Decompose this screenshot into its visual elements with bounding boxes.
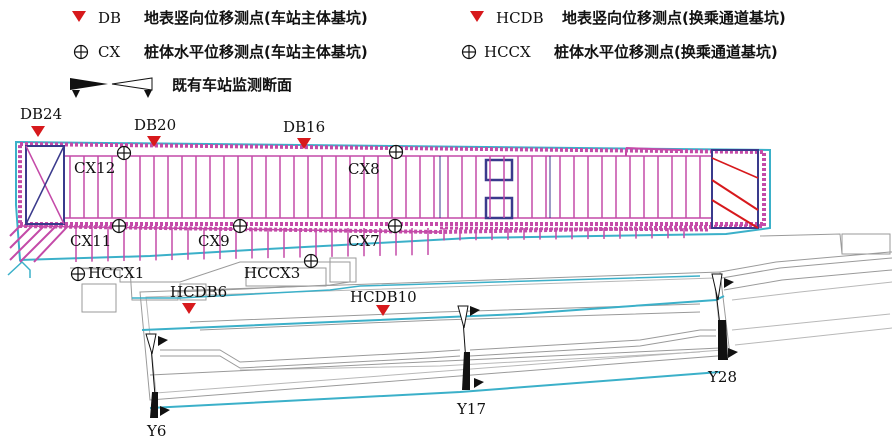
point-label: DB16 [283, 118, 325, 136]
pile-points: CX12 CX8 CX11 CX9 CX7 [70, 144, 404, 282]
section-marker-icon [718, 320, 728, 360]
point-label: CX12 [74, 159, 115, 177]
legend-cx-desc: 桩体水平位移测点(车站主体基坑) [144, 43, 368, 61]
pile-point-cx9: CX9 [198, 218, 248, 250]
pile-point-cx12: CX12 [74, 145, 132, 177]
crosshair-circle-icon [73, 44, 89, 60]
legend-db-code: DB [98, 9, 121, 27]
red-triangle-icon [470, 11, 484, 22]
section-arrow-icon [158, 336, 168, 346]
legend-cx-code: CX [98, 43, 120, 61]
section-marker-icon [150, 392, 158, 418]
monitoring-sections: Y6 Y17 Y28 [145, 273, 738, 440]
pit-support-ribs [69, 156, 701, 218]
outer-support-struts [75, 228, 685, 262]
crosshair-circle-icon [387, 218, 403, 234]
main-station-pit [9, 140, 771, 263]
section-arrow-icon [728, 348, 738, 358]
red-triangle-icon [72, 11, 86, 22]
section-marker-icon [145, 333, 157, 355]
crosshair-circle-icon [461, 44, 477, 60]
legend: DB 地表竖向位移测点(车站主体基坑) HCDB 地表竖向位移测点(换乘通道基坑… [70, 9, 786, 98]
section-label: Y28 [707, 368, 737, 386]
surface-points: DB24 DB20 DB16 HCDB6 HCDB10 [20, 105, 417, 316]
legend-db: DB 地表竖向位移测点(车站主体基坑) [72, 9, 368, 27]
crosshair-circle-icon [116, 145, 132, 161]
crosshair-circle-icon [111, 218, 127, 234]
surface-point-db24: DB24 [20, 105, 62, 137]
section-marker-icon [462, 352, 470, 390]
section-marker-icon [70, 77, 153, 98]
crosshair-circle-icon [70, 266, 86, 282]
crosshair-circle-icon [388, 144, 404, 160]
red-triangle-icon [31, 126, 45, 137]
legend-section-desc: 既有车站监测断面 [172, 76, 292, 94]
surface-point-db16: DB16 [283, 118, 325, 149]
section-label: Y17 [456, 400, 486, 418]
red-triangle-icon [182, 303, 196, 314]
pile-point-cx8: CX8 [348, 144, 404, 178]
legend-hcdb-code: HCDB [496, 9, 544, 27]
point-label: HCDB6 [170, 283, 227, 301]
section-arrow-icon [724, 278, 734, 288]
point-label: CX9 [198, 232, 230, 250]
section-y28: Y28 [707, 273, 738, 386]
section-label: Y6 [146, 422, 166, 440]
section-arrow-icon [474, 378, 484, 388]
legend-cx: CX 桩体水平位移测点(车站主体基坑) [73, 43, 368, 61]
point-label: DB24 [20, 105, 62, 123]
surface-point-hcdb10: HCDB10 [350, 288, 417, 316]
point-label: HCCX1 [88, 264, 144, 282]
legend-hccx: HCCX 桩体水平位移测点(换乘通道基坑) [461, 43, 778, 61]
point-label: CX8 [348, 160, 380, 178]
surface-point-hcdb6: HCDB6 [170, 283, 227, 314]
legend-hcdb-desc: 地表竖向位移测点(换乘通道基坑) [562, 9, 786, 27]
surface-point-db20: DB20 [134, 116, 176, 147]
legend-hccx-code: HCCX [484, 43, 531, 61]
legend-hccx-desc: 桩体水平位移测点(换乘通道基坑) [554, 43, 778, 61]
transfer-channel-outline [7, 260, 725, 409]
section-marker-icon [457, 305, 469, 329]
point-label: HCCX3 [244, 264, 300, 282]
legend-db-desc: 地表竖向位移测点(车站主体基坑) [144, 9, 368, 27]
legend-section: 既有车站监测断面 [70, 76, 292, 98]
pile-point-cx11: CX11 [70, 218, 127, 250]
section-y6: Y6 [145, 333, 170, 440]
pile-point-cx7: CX7 [348, 218, 403, 250]
red-triangle-icon [376, 305, 390, 316]
left-diagonal-bracing [9, 225, 69, 263]
point-label: CX11 [70, 232, 111, 250]
section-arrow-icon [160, 406, 170, 416]
pile-point-hccx1: HCCX1 [70, 264, 144, 282]
point-label: HCDB10 [350, 288, 417, 306]
point-label: CX7 [348, 232, 380, 250]
existing-station-drawing [69, 233, 892, 401]
red-triangle-icon [297, 138, 311, 149]
red-triangle-icon [147, 136, 161, 147]
point-label: DB20 [134, 116, 176, 134]
section-marker-icon [711, 273, 723, 301]
crosshair-circle-icon [232, 218, 248, 234]
section-y17: Y17 [456, 305, 486, 418]
pile-point-hccx3: HCCX3 [244, 253, 319, 282]
section-arrow-icon [470, 306, 480, 316]
legend-hcdb: HCDB 地表竖向位移测点(换乘通道基坑) [470, 9, 786, 27]
crosshair-circle-icon [303, 253, 319, 269]
